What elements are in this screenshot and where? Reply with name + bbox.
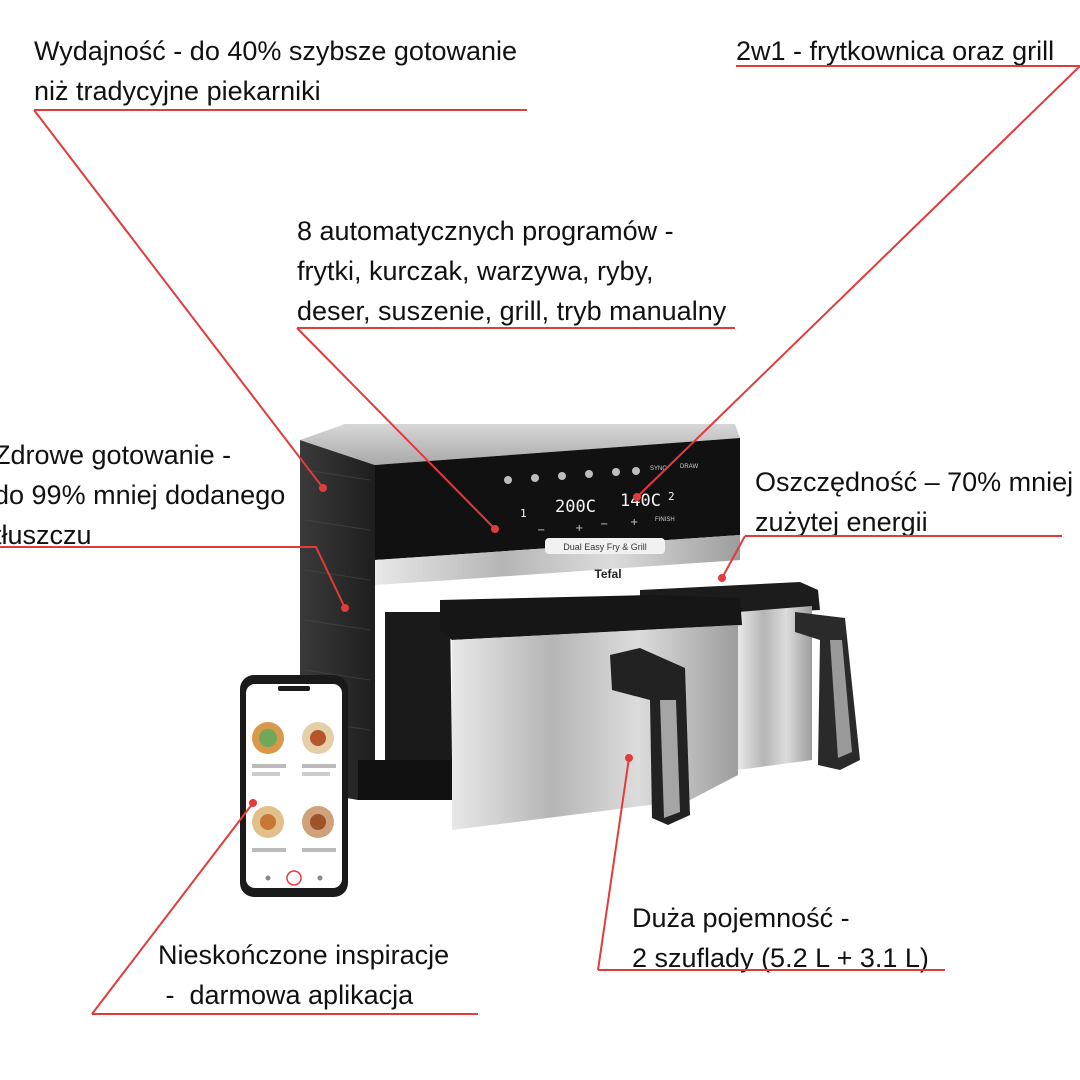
callout-programs-line1: 8 automatycznych programów -: [297, 216, 674, 246]
program-icon-dessert[interactable]: [612, 468, 620, 476]
app-nav-profile-icon[interactable]: [317, 875, 323, 881]
program-icon-fries[interactable]: [504, 476, 512, 484]
display-left-temp: 200C: [555, 497, 596, 517]
panel-tag-finish[interactable]: FINISH: [655, 517, 675, 523]
left-plus-button[interactable]: +: [575, 523, 583, 534]
fryer-top-lid: [300, 424, 740, 465]
callout-healthy-line2: do 99% mniej dodanego: [0, 480, 286, 510]
fryer-control-panel: [375, 438, 740, 560]
panel-tag-sync[interactable]: SYNC: [650, 466, 667, 472]
phone-screen: [246, 684, 342, 888]
app-home-button[interactable]: [286, 870, 302, 886]
callout-two-in-one-line1: 2w1 - frytkownica oraz grill: [736, 36, 1055, 66]
callout-savings-line1: Oszczędność – 70% mniej: [755, 467, 1074, 497]
recipe-thumb-2[interactable]: [302, 722, 334, 754]
drawer-left-front: [452, 625, 738, 830]
model-badge-plate: [545, 538, 665, 554]
fryer-base: [358, 760, 452, 800]
drawer-left-handle[interactable]: [610, 648, 690, 825]
right-minus-button[interactable]: −: [600, 519, 608, 530]
callout-efficiency-line1: Wydajność - do 40% szybsze gotowanie: [34, 36, 518, 66]
model-badge: Dual Easy Fry & Grill: [563, 542, 647, 552]
left-minus-button[interactable]: −: [537, 525, 545, 536]
callout-healthy-line3: tłuszczu: [0, 520, 92, 550]
program-icon-vegetables[interactable]: [558, 472, 566, 480]
fryer-side-panel: [300, 440, 375, 800]
callout-programs-line3: deser, suszenie, grill, tryb manualny: [297, 296, 727, 326]
fryer-steel-band: [375, 535, 740, 585]
callout-app-line1: Nieskończone inspiracje: [158, 940, 450, 970]
callout-two-in-one: 2w1 - frytkownica oraz grill: [736, 31, 1054, 71]
drawer-right-number: 2: [668, 490, 675, 503]
recipe-thumb-4[interactable]: [302, 806, 334, 838]
callout-app-line2: - darmowa aplikacja: [158, 980, 414, 1010]
callout-capacity: Duża pojemność - 2 szuflady (5.2 L + 3.1…: [632, 898, 929, 978]
display-right-temp: 140C: [620, 491, 661, 511]
right-plus-button[interactable]: +: [630, 517, 638, 528]
callout-capacity-line2: 2 szuflady (5.2 L + 3.1 L): [632, 943, 929, 973]
callout-efficiency: Wydajność - do 40% szybsze gotowanie niż…: [34, 31, 517, 111]
callout-efficiency-line2: niż tradycyjne piekarniki: [34, 76, 321, 106]
app-nav-search-icon[interactable]: [265, 875, 271, 881]
recipe-thumb-1[interactable]: [252, 722, 284, 754]
callout-healthy-line1: Zdrowe gotowanie -: [0, 440, 232, 470]
recipe-thumb-3[interactable]: [252, 806, 284, 838]
callout-savings: Oszczędność – 70% mniej zużytej energii: [755, 462, 1073, 542]
program-icon-chicken[interactable]: [531, 474, 539, 482]
fryer-cavity: [385, 612, 452, 760]
callout-savings-line2: zużytej energii: [755, 507, 928, 537]
drawer-right-handle[interactable]: [795, 612, 860, 770]
callout-app: Nieskończone inspiracje - darmowa aplika…: [158, 935, 449, 1015]
drawer-right-rim: [640, 582, 820, 618]
program-icon-fish[interactable]: [585, 470, 593, 478]
smartphone: [240, 675, 348, 897]
drawer-left-number: 1: [520, 507, 527, 520]
brand-logo: Tefal: [594, 567, 621, 581]
drawer-right-front: [738, 606, 812, 770]
phone-frame: [240, 675, 348, 897]
program-icon-dehydrate[interactable]: [632, 467, 640, 475]
callout-programs-line2: frytki, kurczak, warzywa, ryby,: [297, 256, 654, 286]
panel-tag-drawer[interactable]: DRAW: [680, 464, 698, 470]
callout-programs: 8 automatycznych programów - frytki, kur…: [297, 211, 726, 331]
callout-capacity-line1: Duża pojemność -: [632, 903, 850, 933]
drawer-left-rim: [440, 595, 742, 640]
callout-healthy: Zdrowe gotowanie - do 99% mniej dodanego…: [0, 435, 285, 555]
